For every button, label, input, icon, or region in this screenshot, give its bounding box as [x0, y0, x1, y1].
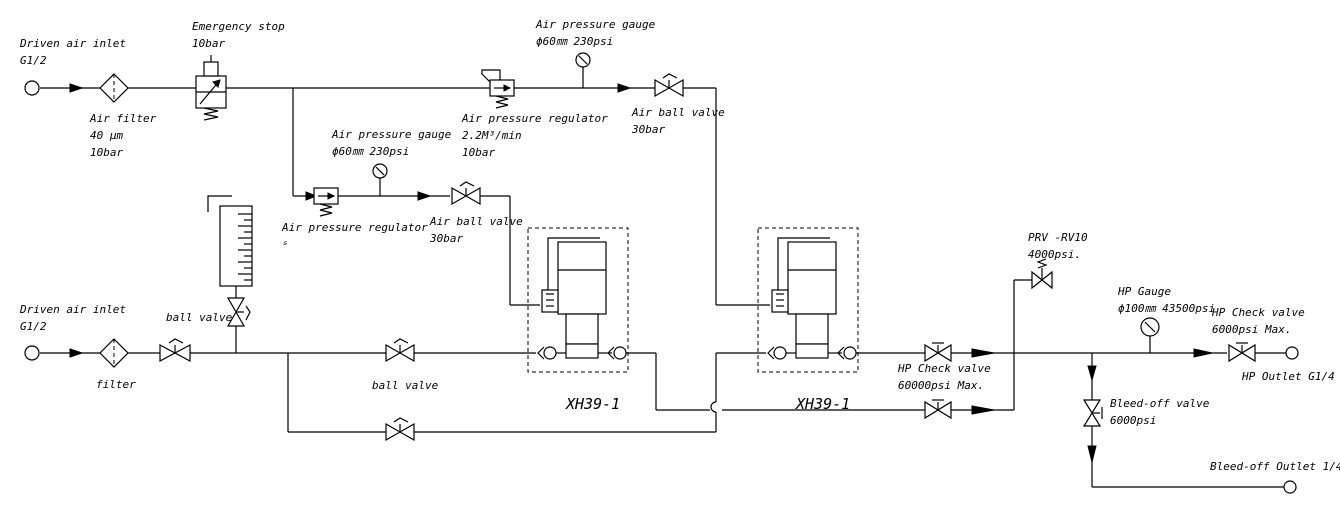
filter-symbol-2 — [99, 338, 129, 368]
inlet2-label-a: Driven air inlet — [19, 303, 126, 316]
filter1-label-b: 40 μm — [90, 129, 123, 142]
air-pressure-regulator-mid — [313, 187, 339, 217]
gauge-mid-label-a: Air pressure gauge — [331, 128, 452, 141]
bleed-off-branch — [1087, 353, 1284, 488]
hp-line — [856, 279, 1286, 415]
gauge-top-label-b: ϕ60㎜ 230psi — [536, 35, 613, 48]
pump-xh39-1-second — [757, 227, 859, 373]
bleed-out-label: Bleed-off Outlet 1/4NPT — [1210, 460, 1340, 473]
gauge-mid-label-b: ϕ60㎜ 230psi — [332, 145, 409, 158]
bleed-off-valve — [1082, 399, 1103, 427]
air-ball-valve-top — [654, 73, 684, 98]
ballv-top-label-b: 30bar — [631, 123, 665, 136]
gauge-top-label-a: Air pressure gauge — [535, 18, 656, 31]
air-gauge-top — [575, 52, 591, 88]
prv-label-b: 4000psi. — [1028, 248, 1081, 261]
reg-mid-label-b: ₛ — [282, 235, 289, 248]
reg-top-label-c: 10bar — [462, 146, 495, 159]
bleed-label-a: Bleed-off valve — [1110, 397, 1210, 410]
hpgauge-label-a: HP Gauge — [1117, 285, 1171, 298]
check2-label-b: 6000psi Max. — [1212, 323, 1291, 336]
ball-valve-bypass — [385, 417, 415, 442]
reg-top-label-a: Air pressure regulator — [461, 112, 608, 125]
prv-label-a: PRV -RV10 — [1028, 231, 1088, 244]
hp-gauge — [1140, 317, 1160, 353]
filter1-label-a: Air filter — [89, 112, 157, 125]
ballv-mid-label-a: Air ball valve — [429, 215, 523, 228]
hp-check-valve-outlet — [1228, 342, 1256, 363]
air-ball-valve-mid — [451, 181, 481, 206]
ballv-mid-label-b: 30bar — [429, 232, 463, 245]
ball-valve-left — [159, 338, 191, 362]
bottom-air-line — [40, 348, 766, 433]
level-tank — [207, 195, 253, 353]
inlet1-label-b: G1/2 — [20, 54, 47, 67]
hp-check-valve-upper — [924, 342, 952, 363]
ballv-bottom-label: ball valve — [372, 379, 439, 392]
reg-top-label-b: 2.2M³/min — [462, 129, 522, 142]
tank-graduations — [238, 213, 252, 281]
regulator-branch — [292, 88, 540, 306]
check2-label-a: HP Check valve — [1211, 306, 1305, 319]
hp-check-valve-lower — [924, 399, 952, 420]
prv-valve — [1031, 258, 1053, 290]
hp-outlet-port — [1285, 346, 1299, 360]
ballv-top-label-a: Air ball valve — [631, 106, 725, 119]
filter1-label-c: 10bar — [90, 146, 123, 159]
inlet1-label-a: Driven air inlet — [19, 37, 126, 50]
pump1-output-line — [626, 352, 925, 411]
inlet-port-1 — [24, 80, 40, 96]
top-air-line — [40, 83, 770, 306]
bleed-label-b: 6000psi — [1110, 414, 1156, 427]
hpgauge-label-b: ϕ100㎜ 43500psi — [1118, 302, 1215, 315]
air-pressure-regulator-top — [481, 69, 515, 109]
estop-label-a: Emergency stop — [192, 20, 285, 33]
outlet-label: HP Outlet G1/4 — [1241, 370, 1335, 383]
air-gauge-mid — [372, 163, 388, 196]
ball-valve-bottom — [385, 338, 415, 363]
filter2-label: filter — [96, 378, 136, 391]
emergency-stop-valve — [195, 55, 227, 121]
pump2-label: XH39-1 — [795, 395, 850, 413]
reg-mid-label-a: Air pressure regulator — [281, 221, 428, 234]
check1-label-a: HP Check valve — [897, 362, 991, 375]
pump-xh39-1-first — [527, 227, 629, 373]
estop-label-b: 10bar — [192, 37, 225, 50]
check1-label-b: 60000psi Max. — [898, 379, 984, 392]
ballv-left-label: ball valve — [166, 311, 233, 324]
bleed-off-outlet-port — [1283, 480, 1297, 494]
inlet-port-2 — [24, 345, 40, 361]
air-filter-symbol — [99, 73, 129, 103]
pump1-label: XH39-1 — [565, 395, 620, 413]
inlet2-label-b: G1/2 — [20, 320, 47, 333]
